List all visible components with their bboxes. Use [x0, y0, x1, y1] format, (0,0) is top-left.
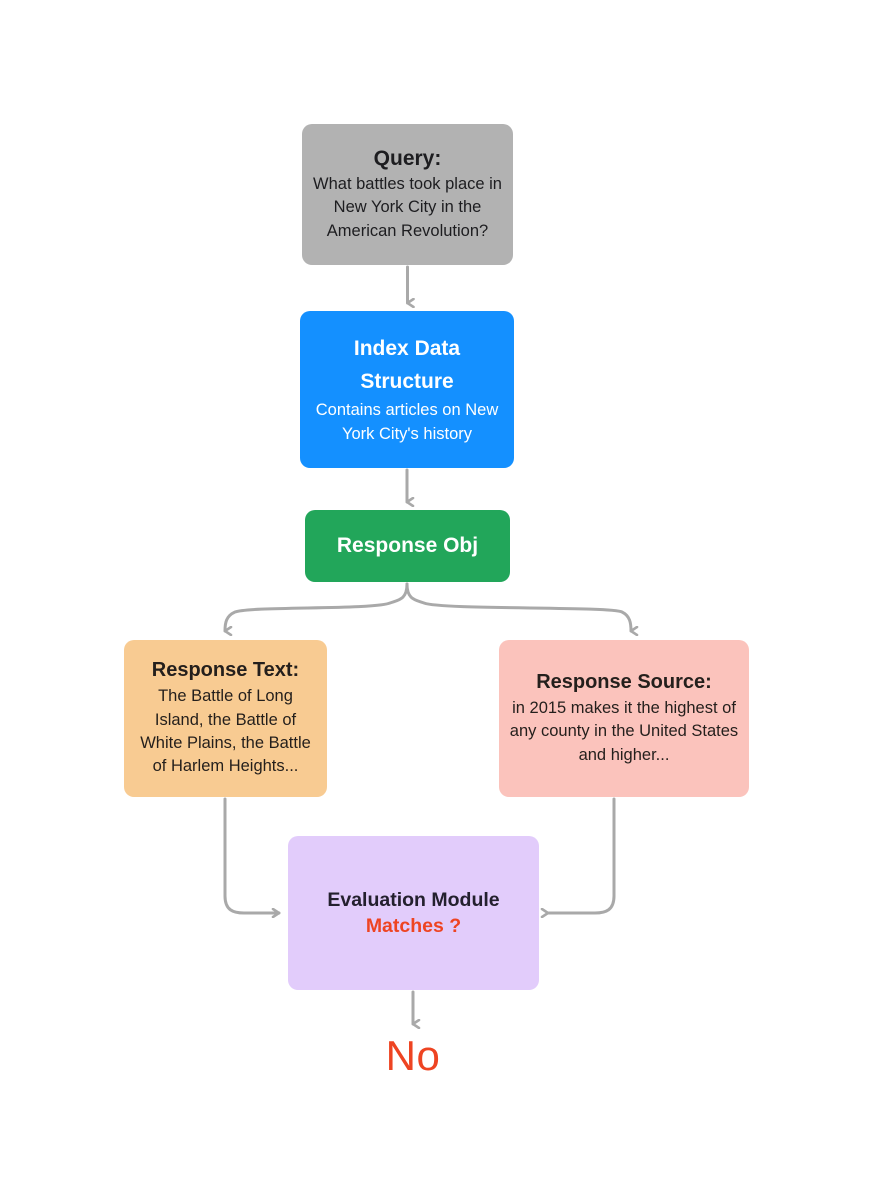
node-index-body: Contains articles on New York City's his…: [315, 401, 499, 443]
node-response-text[interactable]: Response Text: The Battle of Long Island…: [124, 640, 327, 797]
node-index-data-structure[interactable]: Index Data Structure Contains articles o…: [300, 311, 514, 468]
edge-responsetext-to-evaluation: [223, 797, 281, 913]
verdict-label: No: [385, 1032, 441, 1079]
node-evaluation-module-title: Evaluation Module: [327, 889, 500, 912]
edge-responseobj-to-responsesource: [405, 582, 631, 631]
node-response-source-body: in 2015 makes it the highest of any coun…: [509, 698, 739, 764]
node-query-body: What battles took place in New York City…: [313, 174, 502, 240]
node-evaluation-module[interactable]: Evaluation Module Matches ?: [288, 836, 539, 990]
node-response-obj-title: Response Obj: [336, 533, 479, 557]
edge-responseobj-to-responsetext: [223, 582, 409, 631]
node-query[interactable]: Query: What battles took place in New Yo…: [302, 124, 513, 265]
node-response-source-title: Response Source:: [536, 670, 712, 693]
node-query-title: Query:: [373, 146, 442, 170]
node-evaluation-module-question: Matches ?: [365, 914, 462, 937]
node-response-text-body: The Battle of Long Island, the Battle of…: [140, 687, 311, 776]
node-response-text-title: Response Text:: [151, 659, 300, 682]
node-response-obj[interactable]: Response Obj: [305, 510, 510, 582]
edge-responsesource-to-evaluation: [548, 797, 616, 913]
node-response-source[interactable]: Response Source: in 2015 makes it the hi…: [499, 640, 749, 797]
node-index-title: Index Data Structure: [353, 337, 461, 393]
